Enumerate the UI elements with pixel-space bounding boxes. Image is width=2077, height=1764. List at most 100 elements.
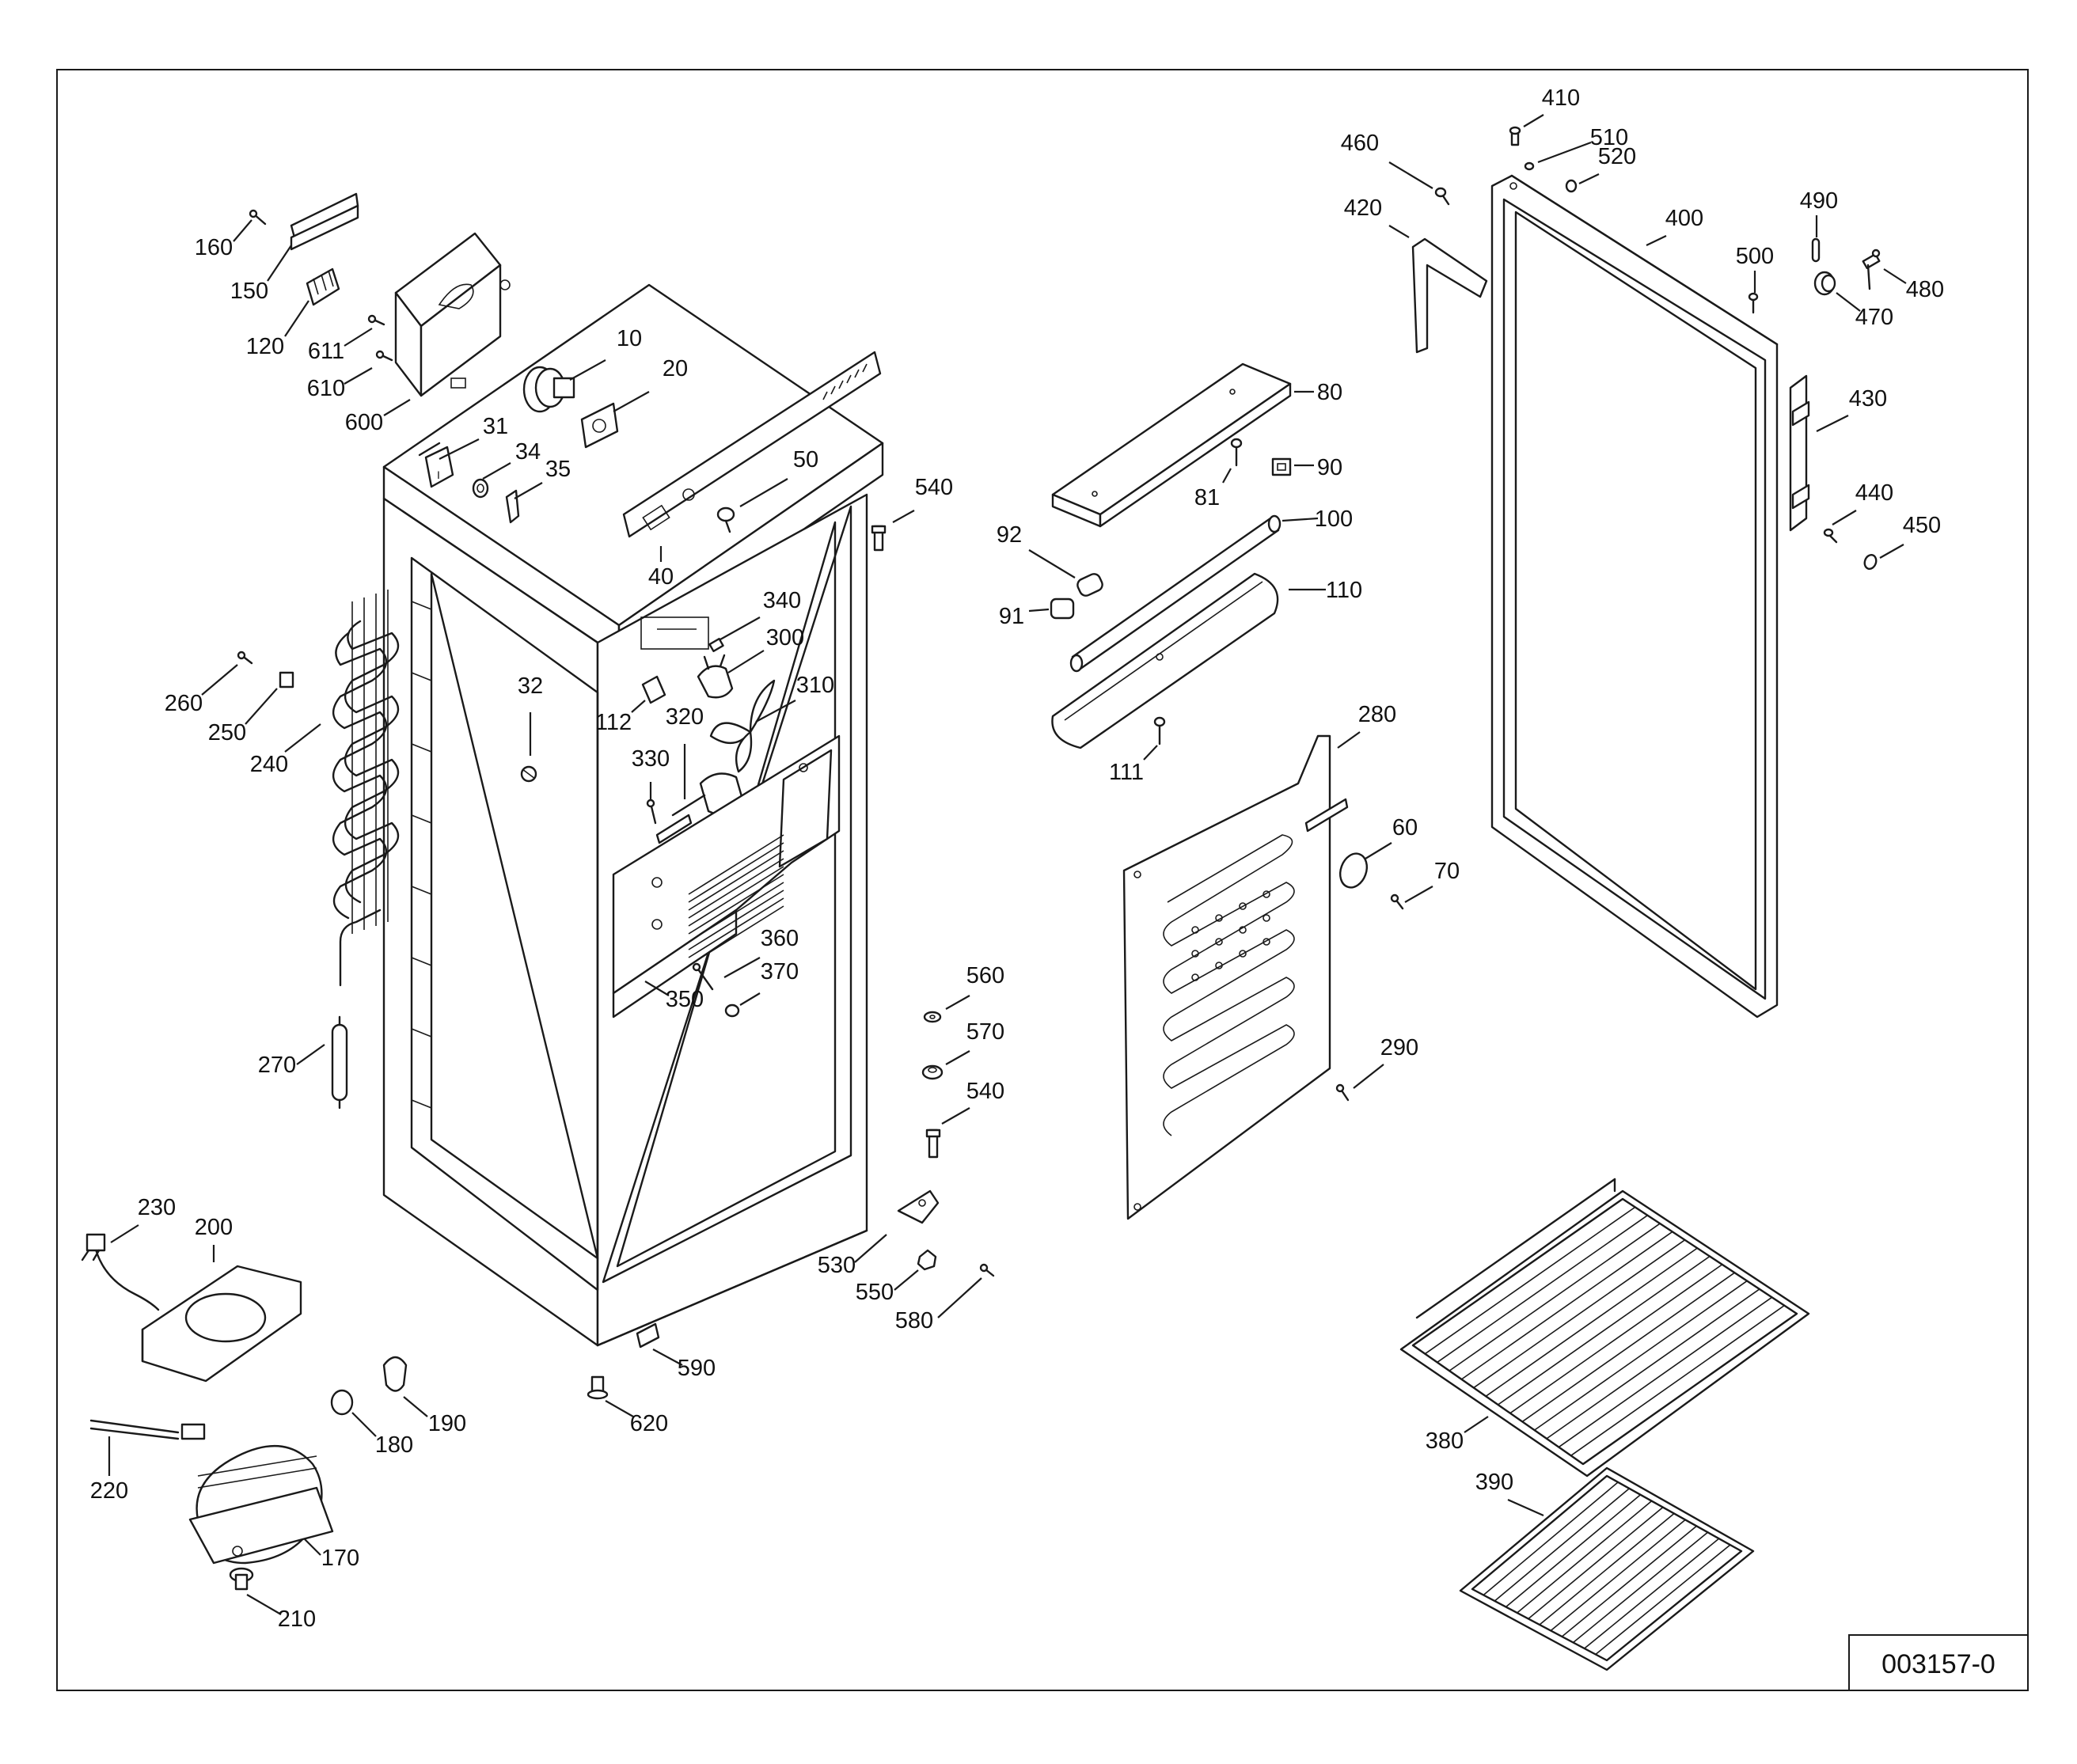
- callout-label: 620: [630, 1411, 668, 1436]
- washer-520: [1565, 179, 1578, 193]
- callout-460: 460: [1341, 131, 1433, 189]
- leader-line: [569, 359, 606, 381]
- callout-label: 10: [617, 326, 642, 351]
- callout-90: 90: [1294, 455, 1342, 480]
- callout-80: 80: [1294, 380, 1342, 405]
- callout-label: 91: [999, 604, 1024, 629]
- callout-50: 50: [739, 447, 818, 507]
- callout-160: 160: [195, 219, 253, 260]
- filter-drier: [331, 1015, 348, 1110]
- switch-90: [1271, 457, 1292, 476]
- leader-line: [941, 1107, 970, 1125]
- diagram-frame: [56, 69, 2029, 1691]
- washer-570: [921, 1064, 944, 1080]
- callout-390: 390: [1475, 1470, 1544, 1517]
- leader-line: [652, 1349, 683, 1366]
- callout-81: 81: [1194, 468, 1232, 510]
- callout-label: 170: [321, 1546, 359, 1571]
- leader-line: [344, 328, 373, 347]
- callout-31: 31: [439, 414, 508, 460]
- fan-blade-310: [709, 679, 776, 773]
- screw-360: [692, 962, 714, 991]
- leader-line: [631, 700, 646, 713]
- leader-line: [482, 462, 511, 480]
- callout-600: 600: [345, 399, 411, 435]
- callout-label: 490: [1800, 188, 1838, 214]
- power-cord-230: [81, 1233, 160, 1311]
- leader-line: [723, 957, 761, 978]
- callout-180: 180: [351, 1412, 413, 1458]
- grommet-180: [330, 1389, 354, 1416]
- callout-430: 430: [1816, 386, 1887, 432]
- callout-320: 320: [666, 704, 704, 799]
- callout-label: 600: [345, 410, 383, 435]
- reference-number: 003157-0: [1881, 1649, 1995, 1679]
- callout-label: 520: [1598, 144, 1636, 169]
- callout-label: 440: [1855, 480, 1893, 506]
- callout-label: 320: [666, 704, 704, 730]
- leader-line: [1816, 415, 1849, 432]
- callout-label: 310: [796, 673, 834, 698]
- callout-280: 280: [1337, 702, 1396, 749]
- callout-label: 100: [1315, 506, 1353, 532]
- screw-610: [375, 350, 393, 362]
- leader-line: [739, 992, 761, 1006]
- relay-box-200: [141, 1265, 302, 1383]
- callout-label: 34: [515, 439, 541, 465]
- screw-440: [1823, 528, 1838, 544]
- leader-line: [1282, 517, 1319, 522]
- leader-line: [514, 482, 543, 499]
- callout-label: 200: [195, 1215, 233, 1240]
- leader-line: [1365, 842, 1392, 859]
- washer-510: [1524, 161, 1535, 171]
- callout-label: 250: [208, 720, 246, 745]
- callout-label: 190: [428, 1411, 466, 1436]
- lock-470: [1813, 271, 1836, 296]
- leader-line: [1464, 1416, 1489, 1433]
- callout-label: 220: [90, 1478, 128, 1504]
- callout-label: 70: [1434, 859, 1460, 884]
- callout-290: 290: [1353, 1035, 1418, 1089]
- callout-210: 210: [246, 1594, 316, 1632]
- screw-580: [979, 1263, 995, 1277]
- callout-620: 620: [605, 1400, 668, 1436]
- leader-line: [304, 1538, 321, 1556]
- callout-470: 470: [1836, 292, 1893, 330]
- leader-line: [403, 1396, 428, 1417]
- callout-100: 100: [1282, 506, 1353, 532]
- leader-line: [739, 478, 788, 507]
- key-480: [1862, 248, 1881, 290]
- callout-label: 510: [1590, 125, 1628, 150]
- evaporator-cover: [612, 734, 841, 1019]
- leader-line: [1222, 468, 1232, 484]
- callout-label: 450: [1903, 513, 1941, 538]
- screw-460: [1434, 187, 1450, 206]
- callout-410: 410: [1523, 85, 1580, 127]
- leader-line: [1507, 1498, 1544, 1517]
- leader-line: [233, 219, 253, 242]
- callout-400: 400: [1646, 206, 1703, 246]
- part-590: [636, 1322, 660, 1349]
- callout-label: 580: [895, 1308, 933, 1333]
- screw-160: [249, 209, 267, 226]
- callout-540: 540: [892, 475, 953, 523]
- leader-line: [1028, 549, 1076, 579]
- callout-340: 340: [720, 588, 801, 640]
- leader-line: [344, 367, 373, 385]
- callout-35: 35: [514, 457, 571, 499]
- callout-label: 560: [966, 963, 1004, 988]
- callout-label: 81: [1194, 485, 1220, 510]
- screw-611: [367, 314, 385, 326]
- callout-label: 540: [915, 475, 953, 500]
- callout-120: 120: [246, 300, 309, 359]
- callout-360: 360: [723, 926, 799, 978]
- callout-label: 92: [997, 522, 1022, 548]
- callout-label: 150: [230, 279, 268, 304]
- callout-310: 310: [755, 673, 834, 723]
- leader-line: [1523, 114, 1544, 127]
- callout-370: 370: [739, 959, 799, 1006]
- callout-92: 92: [997, 522, 1076, 579]
- callout-label: 400: [1665, 206, 1703, 231]
- leader-line: [605, 1400, 634, 1417]
